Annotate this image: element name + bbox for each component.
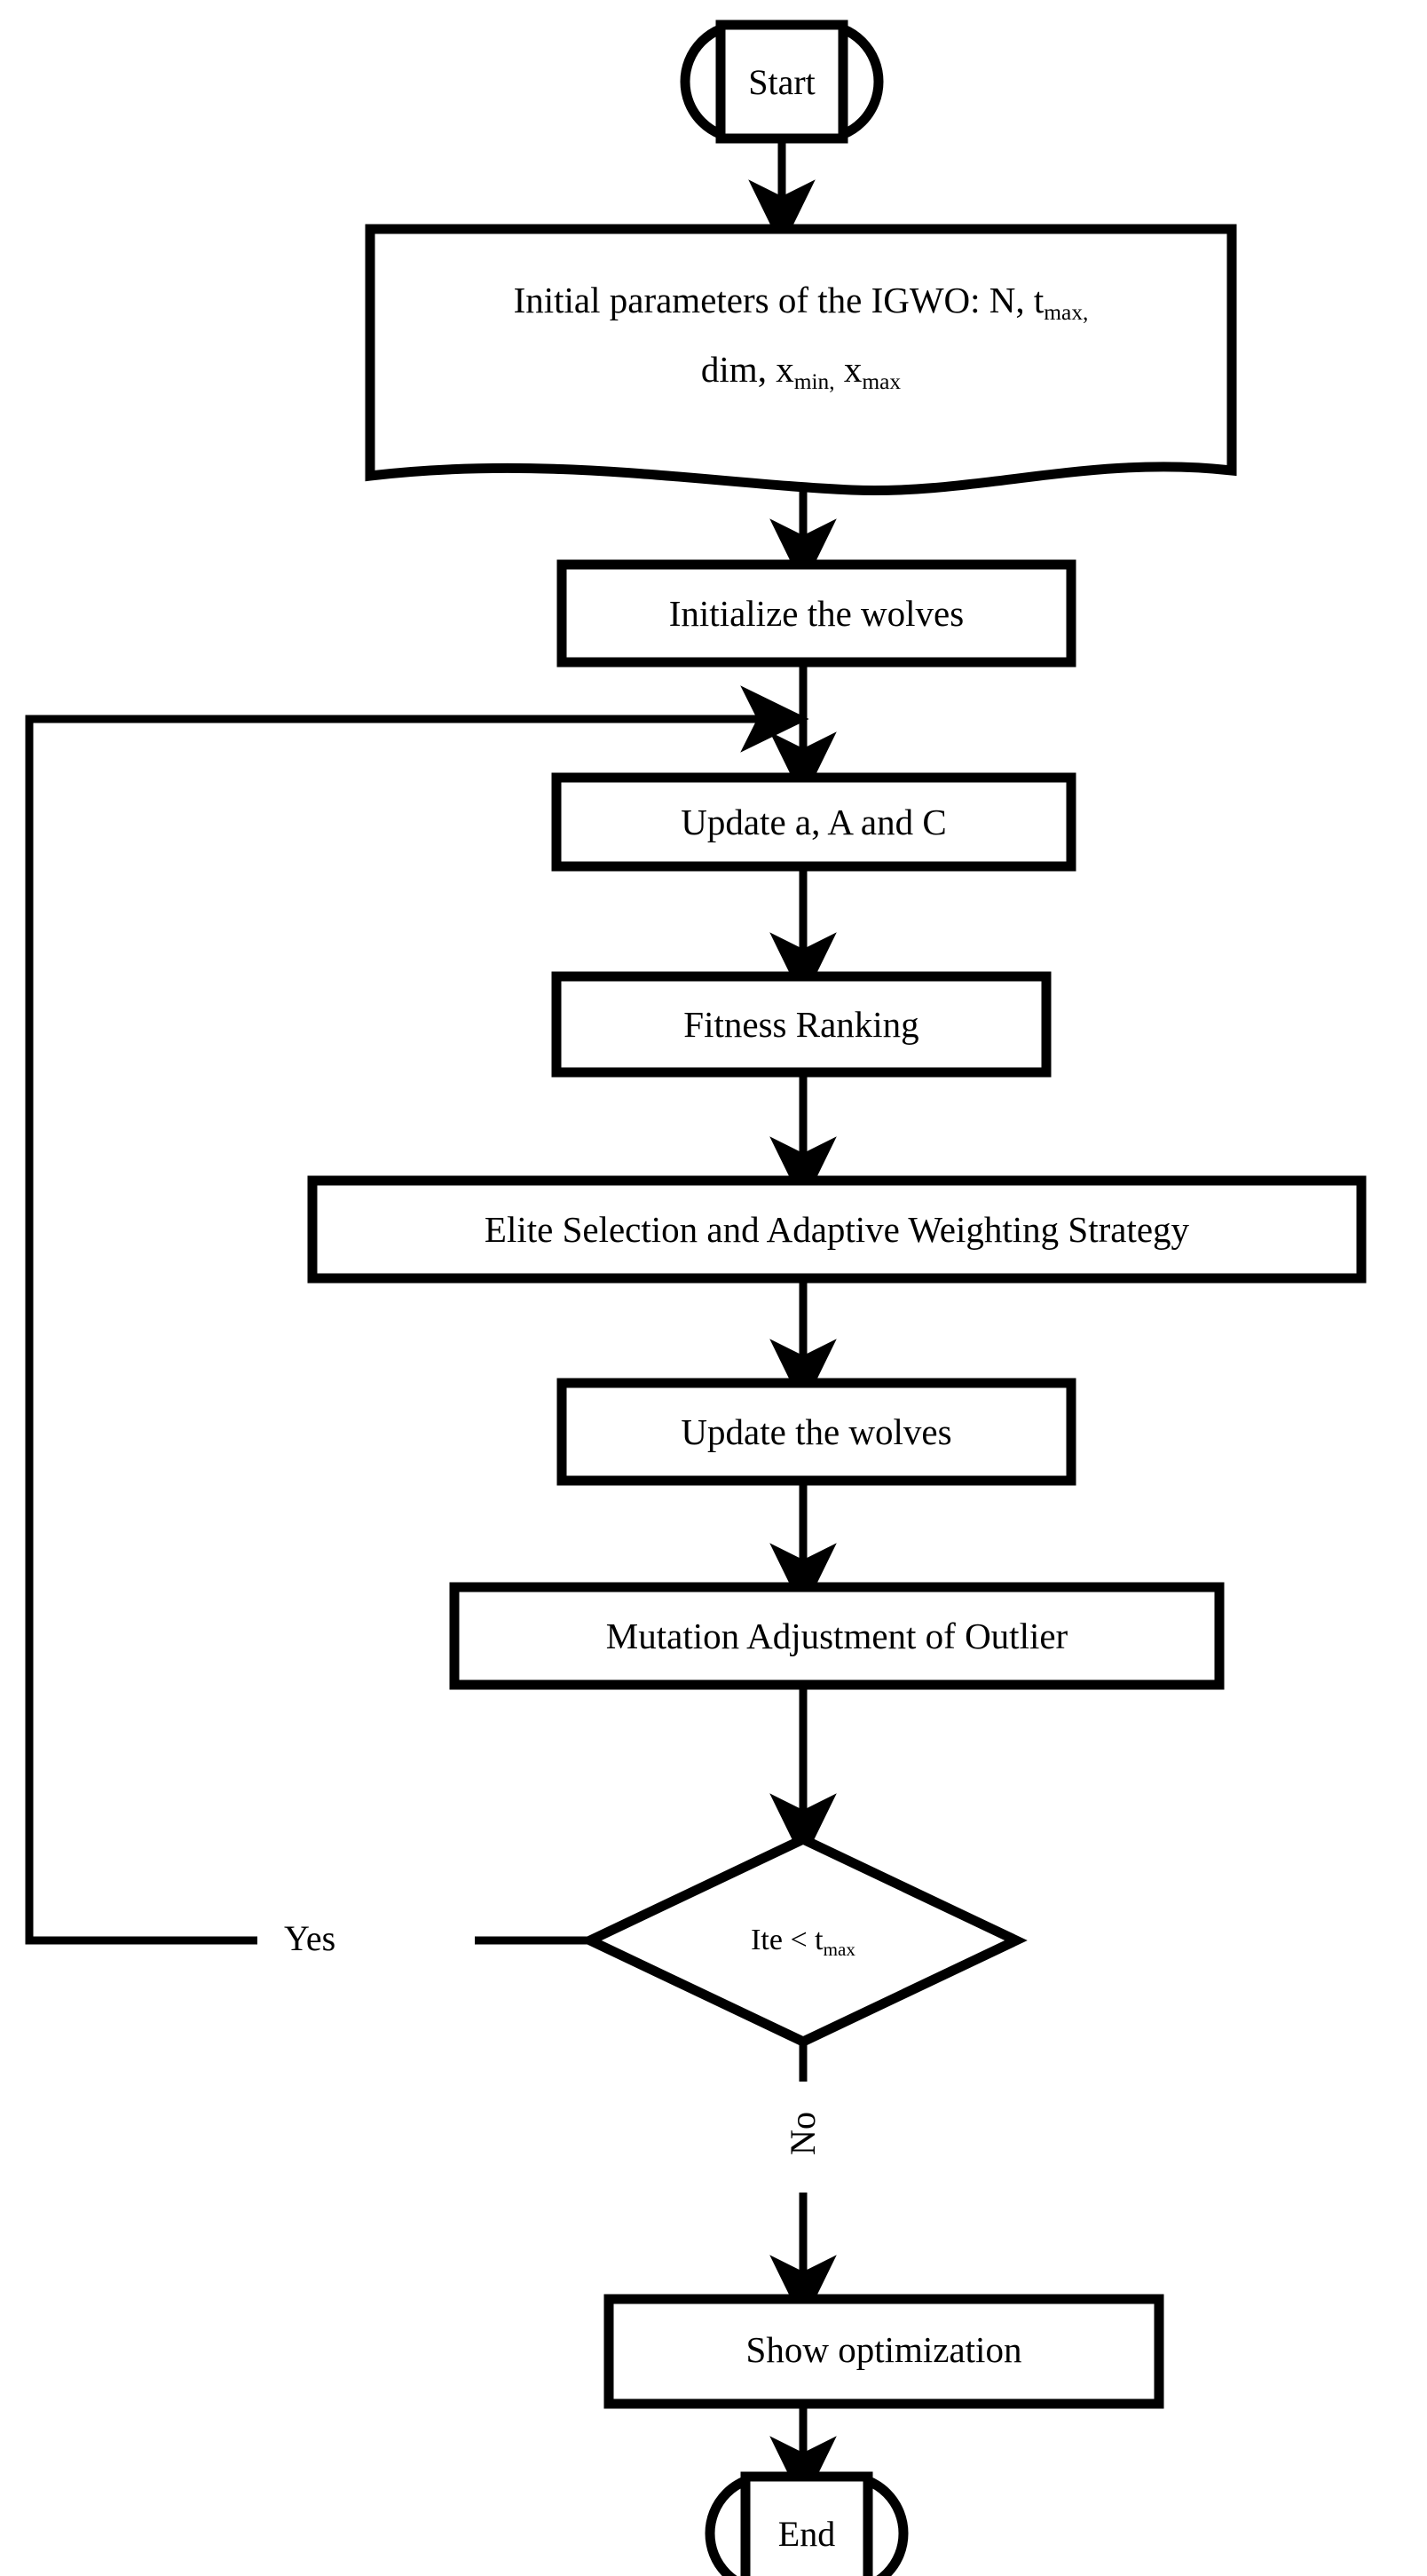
initial-parameters-line-2: dim, xmin, xmax <box>370 336 1232 405</box>
node-elite-selection-shape <box>307 1175 1367 1284</box>
node-initial-parameters-label: Initial parameters of the IGWO: N, tmax,… <box>370 266 1232 405</box>
node-update-wolves-shape <box>556 1378 1076 1486</box>
edge-label-yes: Yes <box>284 1918 336 1958</box>
node-update-wolves-label: Update the wolves <box>681 1411 952 1452</box>
node-start-shape <box>680 20 884 144</box>
initial-parameters-line-2-subscript-a: min, <box>793 369 835 395</box>
node-initialize-wolves-label: Initialize the wolves <box>668 593 965 634</box>
node-mutation-adjustment-label: Mutation Adjustment of Outlier <box>605 1616 1068 1656</box>
node-decision-label-main: Ite < t <box>751 1924 824 1956</box>
node-decision-label: Ite < tmax <box>661 1923 945 1960</box>
initial-parameters-line-1-text: Initial parameters of the IGWO: N, t <box>513 280 1045 320</box>
initial-parameters-line-1-subscript: max, <box>1044 300 1089 326</box>
node-fitness-ranking-label: Fitness Ranking <box>683 1004 919 1045</box>
node-end-label: End <box>777 2514 836 2554</box>
node-show-optimization-shape <box>603 2294 1164 2409</box>
initial-parameters-line-2-subscript-b: max <box>862 369 902 395</box>
node-start-label: Start <box>748 62 816 102</box>
node-initial-parameters-shape <box>365 224 1237 496</box>
node-end-shape <box>705 2471 909 2576</box>
node-show-optimization-label: Show optimization <box>745 2329 1022 2370</box>
node-elite-selection-label: Elite Selection and Adaptive Weighting S… <box>484 1209 1190 1250</box>
initial-parameters-line-2-text-b: x <box>834 348 863 390</box>
node-initialize-wolves-shape <box>556 559 1076 668</box>
initial-parameters-line-2-text-a: dim, x <box>700 348 794 390</box>
initial-parameters-line-1: Initial parameters of the IGWO: N, tmax, <box>370 266 1232 336</box>
node-fitness-ranking-shape <box>551 971 1052 1078</box>
edge-label-no: No <box>782 2112 823 2155</box>
node-update-aAC-shape <box>551 772 1076 872</box>
node-update-aAC-label: Update a, A and C <box>681 802 947 842</box>
node-mutation-adjustment-shape <box>449 1582 1225 1690</box>
node-decision-label-subscript: max <box>823 1938 855 1960</box>
